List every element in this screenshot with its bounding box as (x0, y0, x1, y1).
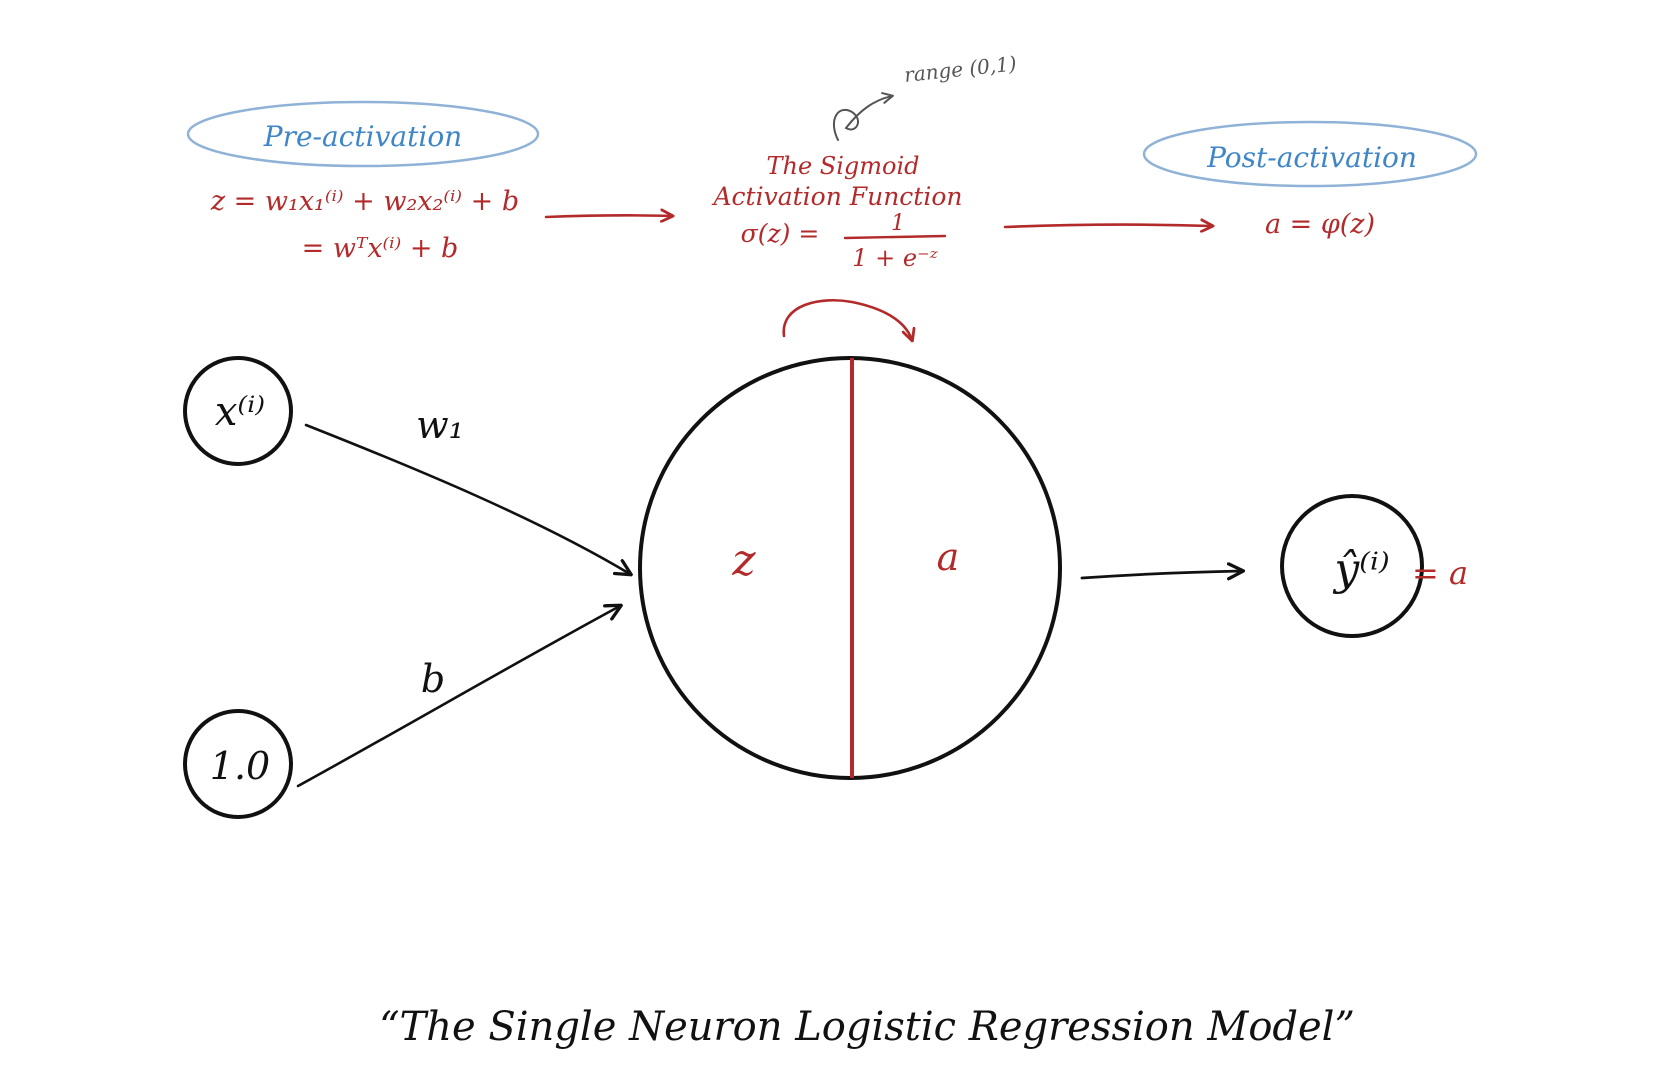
sigmoid-denominator: 1 + e⁻ᶻ (852, 244, 939, 272)
pre-activation-ellipse (186, 100, 540, 168)
output-node (1280, 494, 1424, 638)
post-formula: a = φ(z) (1265, 209, 1375, 240)
edge-bias-label: b (421, 657, 445, 701)
sigmoid-title-line1: The Sigmoid (766, 152, 919, 180)
output-equals-a: = a (1412, 554, 1468, 592)
sigmoid-numerator: 1 (891, 211, 905, 236)
output-node-label: ŷ⁽ⁱ⁾ (1332, 544, 1389, 595)
range-note: range (0,1) (903, 51, 1018, 87)
input-node-bias (183, 709, 293, 819)
input-node-bias-label: 1.0 (210, 744, 270, 788)
sigmoid-to-post-arrow (1003, 225, 1212, 227)
neuron-a-label: a (937, 535, 960, 579)
sigmoid-fraction-bar (843, 234, 947, 240)
edge-x-to-neuron (304, 423, 630, 574)
input-node-x-label: x⁽ⁱ⁾ (215, 389, 265, 435)
pre-activation-label: Pre-activation (263, 120, 462, 153)
edge-neuron-to-output (1080, 571, 1242, 578)
z-to-a-curved-arrow (782, 298, 912, 340)
range-curl-arrow (833, 92, 894, 141)
pre-formula-line1: z = w₁x₁⁽ⁱ⁾ + w₂x₂⁽ⁱ⁾ + b (210, 186, 519, 217)
pre-to-sigmoid-arrow (544, 215, 672, 217)
pre-formula-line2: = wᵀx⁽ⁱ⁾ + b (302, 233, 459, 264)
edge-weight-label: w₁ (416, 403, 464, 447)
sigmoid-title-line2: Activation Function (711, 182, 962, 211)
sigmoid-lhs: σ(z) = (741, 219, 820, 248)
edge-bias-to-neuron (296, 606, 620, 788)
neuron-z-label: z (731, 535, 756, 586)
post-activation-ellipse (1142, 120, 1478, 188)
input-node-x (183, 356, 293, 466)
post-activation-label: Post-activation (1206, 141, 1417, 174)
diagram-caption: “The Single Neuron Logistic Regression M… (379, 1004, 1355, 1050)
